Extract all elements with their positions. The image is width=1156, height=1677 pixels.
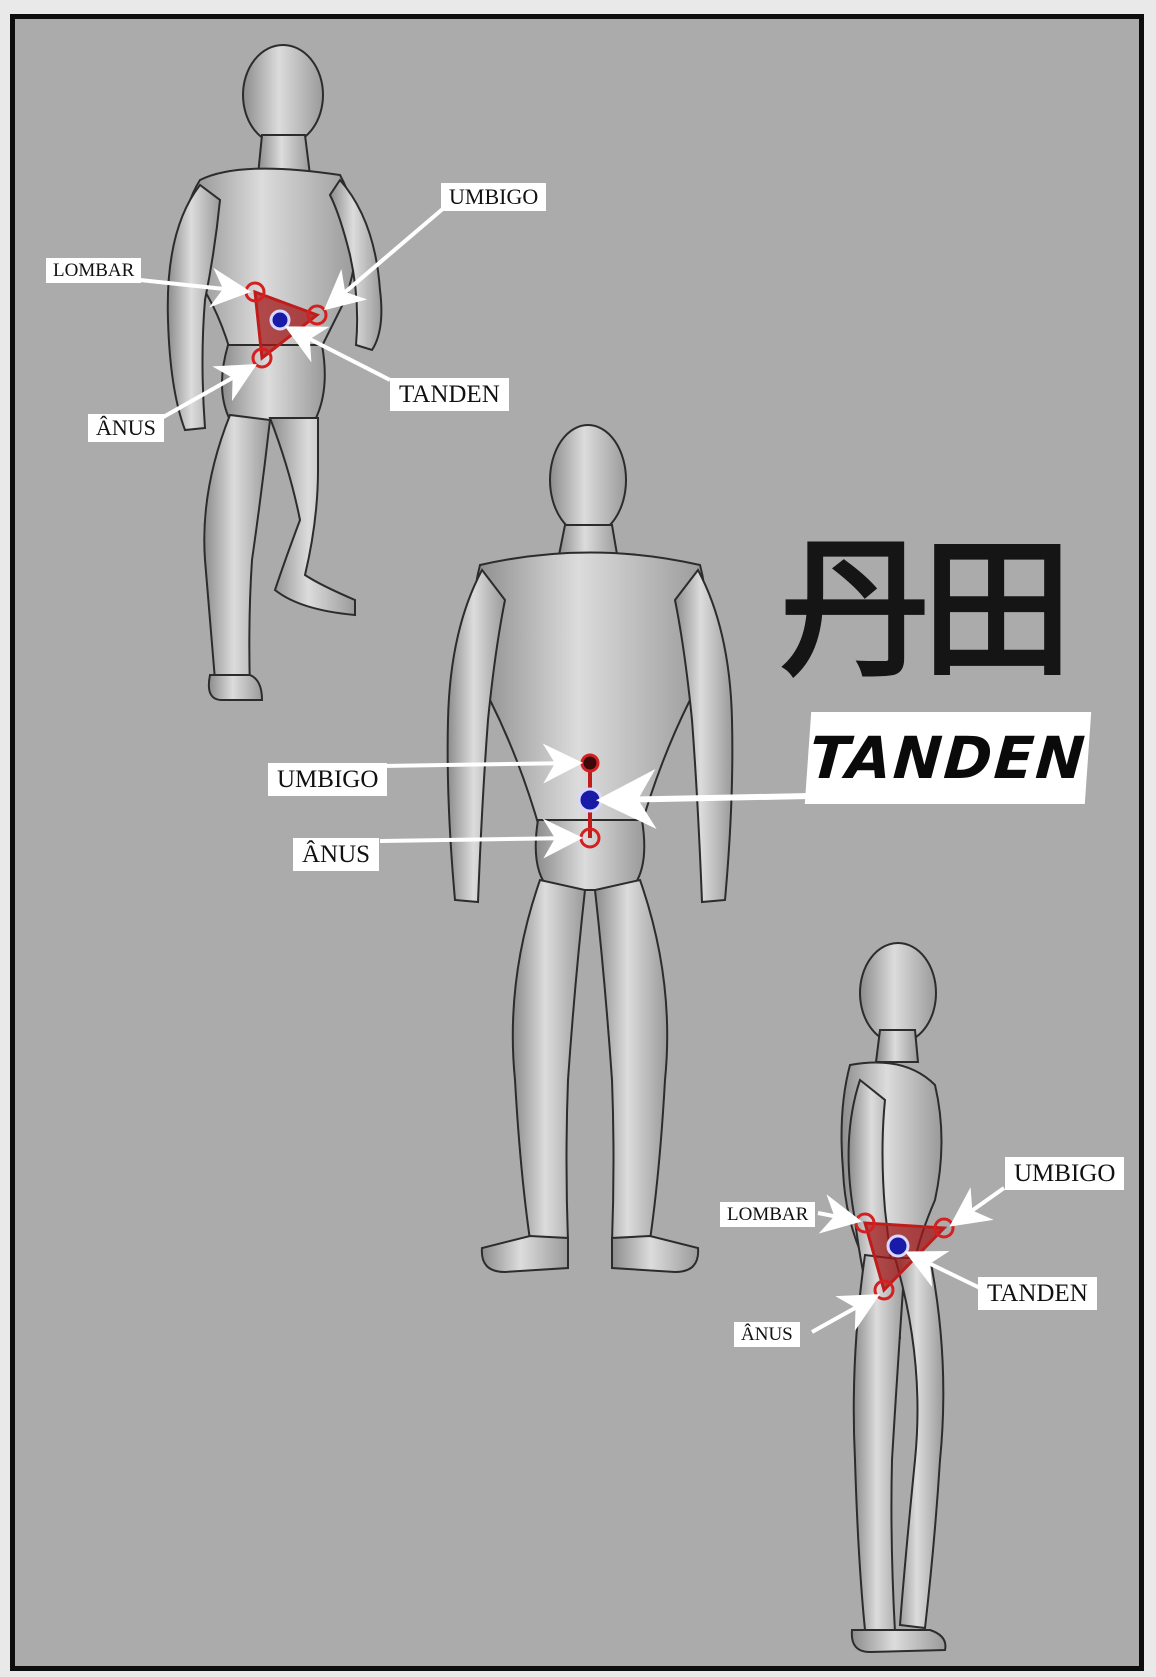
foot (852, 1630, 946, 1652)
head (860, 943, 936, 1043)
neck (876, 1030, 918, 1062)
label-anus-front: ÂNUS (293, 838, 379, 871)
hips (222, 345, 325, 420)
right-foot (612, 1236, 698, 1272)
label-tanden-side: TANDEN (978, 1277, 1097, 1310)
label-anus-top-left: ÂNUS (88, 414, 164, 442)
tanden-title: TANDEN (805, 712, 1091, 804)
umbigo-point (582, 755, 598, 771)
head (243, 45, 323, 145)
right-arm (675, 570, 732, 902)
tanden-center-point (271, 311, 289, 329)
label-umbigo-side: UMBIGO (1005, 1157, 1124, 1190)
label-anus-side: ÂNUS (734, 1322, 800, 1347)
left-leg (204, 415, 270, 690)
tanden-kanji: 丹田 (780, 535, 1064, 685)
left-arm (448, 570, 505, 902)
label-umbigo-top-left: UMBIGO (441, 183, 546, 211)
label-lombar-side: LOMBAR (720, 1202, 815, 1227)
label-tanden-top-left: TANDEN (390, 378, 509, 411)
left-foot (209, 675, 262, 700)
head (550, 425, 626, 535)
figure-top-left (168, 45, 382, 700)
label-umbigo-front: UMBIGO (268, 763, 387, 796)
left-foot (482, 1236, 568, 1272)
tanden-center-point (888, 1236, 908, 1256)
back-leg (854, 1255, 905, 1632)
left-arm (168, 185, 220, 430)
right-leg (270, 418, 355, 615)
arrow-umbigo-side (956, 1188, 1004, 1222)
right-leg (595, 880, 667, 1242)
left-leg (513, 880, 585, 1242)
arrow-tanden-front (608, 796, 810, 800)
figure-side (842, 943, 946, 1652)
label-lombar-top-left: LOMBAR (46, 258, 141, 283)
tanden-center-point (579, 789, 601, 811)
